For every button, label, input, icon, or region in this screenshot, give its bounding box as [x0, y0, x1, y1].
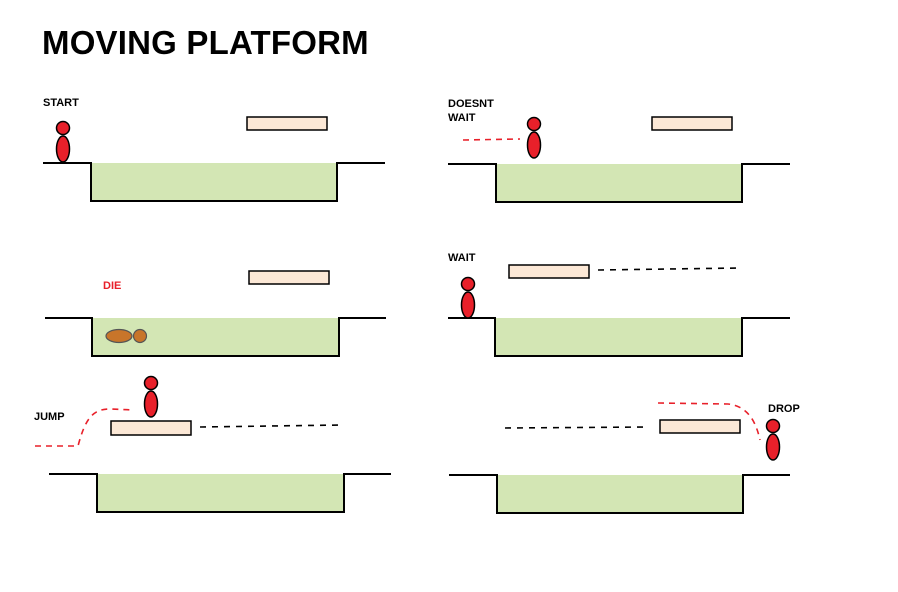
player-drop-path	[657, 402, 761, 441]
platform-motion-path	[504, 426, 649, 429]
ground-outline	[448, 163, 790, 203]
moving-platform	[110, 420, 192, 436]
water-pit	[91, 163, 337, 201]
water-pit	[97, 474, 344, 512]
panel-jump	[35, 375, 391, 513]
panel-label-die: DIE	[103, 280, 122, 292]
water-pit	[497, 475, 743, 513]
player-character	[765, 418, 781, 461]
player-character	[55, 120, 71, 163]
ground-outline	[43, 162, 385, 202]
panel-label-doesnt-wait: DOESNT WAIT	[448, 98, 494, 124]
moving-platform	[651, 116, 733, 131]
page-title: MOVING PLATFORM	[42, 24, 369, 61]
panel-label-wait: WAIT	[448, 252, 476, 264]
moving-platform	[659, 419, 741, 434]
ground-outline	[49, 473, 391, 513]
panel-drop	[449, 402, 790, 514]
panel-wait	[448, 264, 790, 357]
player-character	[526, 116, 542, 159]
panel-doesnt-wait	[448, 116, 790, 203]
moving-platform	[508, 264, 590, 279]
moving-platform	[248, 270, 330, 285]
water-pit	[495, 318, 742, 356]
panel-label-start: START	[43, 97, 79, 109]
water-pit	[496, 164, 742, 202]
player-motion-path	[462, 138, 521, 141]
player-character	[143, 375, 159, 418]
panel-start	[43, 116, 385, 202]
player-character	[460, 276, 476, 319]
panel-label-drop: DROP	[768, 403, 800, 415]
drowned-character	[105, 328, 148, 344]
ground-outline	[449, 474, 790, 514]
platform-motion-path	[199, 424, 343, 428]
panel-label-jump: JUMP	[34, 411, 65, 423]
ground-outline	[448, 317, 790, 357]
moving-platform	[246, 116, 328, 131]
platform-motion-path	[597, 267, 741, 271]
ground-outline	[45, 317, 386, 357]
panel-die	[45, 270, 386, 357]
